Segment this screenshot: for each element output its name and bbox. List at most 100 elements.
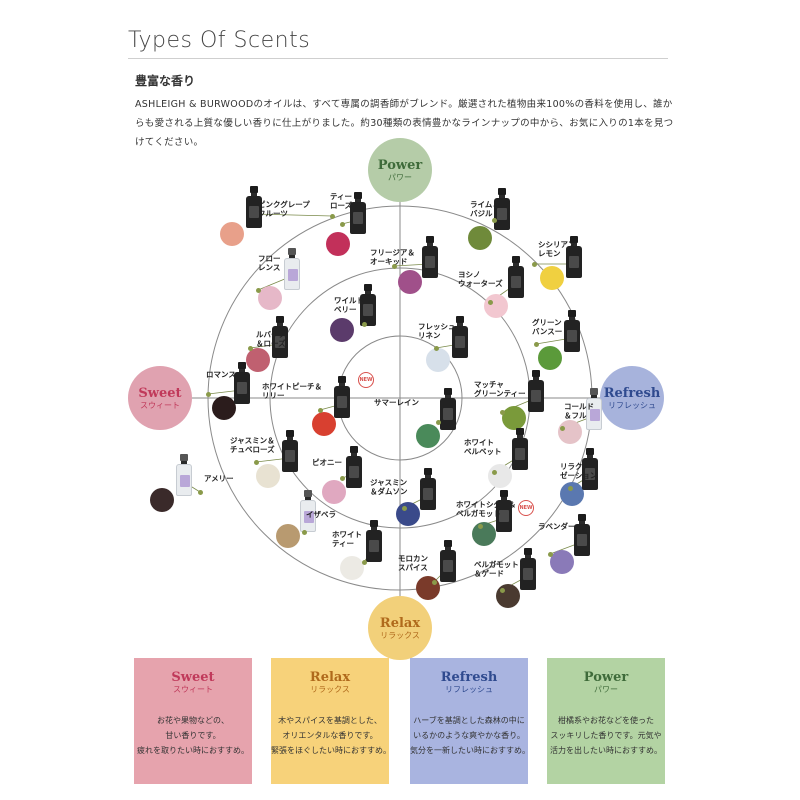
scent-swatch-image bbox=[276, 524, 300, 548]
scent-swatch-image bbox=[212, 396, 236, 420]
new-badge: NEW bbox=[358, 372, 374, 388]
position-dot bbox=[488, 300, 493, 305]
scent-swatch-image bbox=[326, 232, 350, 256]
position-dot bbox=[492, 218, 497, 223]
scent-label: アメリー bbox=[204, 474, 234, 483]
oil-bottle-image bbox=[494, 188, 510, 230]
oil-bottle-image bbox=[350, 192, 366, 234]
position-dot bbox=[340, 476, 345, 481]
axis-badge-relax: Relax リラックス bbox=[368, 596, 432, 660]
scent-swatch-image bbox=[558, 420, 582, 444]
scent-label: ホワイト ティー bbox=[332, 530, 362, 548]
category-description: ハーブを基調とした森林の中に いるかのような爽やかな香り。 気分を一新したい時に… bbox=[410, 716, 530, 755]
position-dot bbox=[478, 524, 483, 529]
axis-refresh-jp: リフレッシュ bbox=[608, 400, 656, 410]
position-dot bbox=[248, 346, 253, 351]
scent-swatch-image bbox=[472, 522, 496, 546]
axis-power-label: Power bbox=[377, 157, 423, 173]
category-description: お花や果物などの、 甘い香りです。 疲れを取りたい時におすすめ。 bbox=[137, 716, 249, 755]
position-dot bbox=[432, 580, 437, 585]
position-dot bbox=[302, 530, 307, 535]
oil-bottle-image bbox=[346, 446, 362, 488]
scent-swatch-image bbox=[220, 222, 244, 246]
position-dot bbox=[560, 426, 565, 431]
scent-swatch-image bbox=[246, 348, 270, 372]
category-card-power: Power パワー 柑橘系やお花などを使った スッキリした香りです。元気や 活力… bbox=[547, 658, 665, 784]
category-subtitle: パワー bbox=[594, 685, 618, 694]
scent-swatch-image bbox=[322, 480, 346, 504]
oil-bottle-image bbox=[566, 236, 582, 278]
scent-swatch-image bbox=[312, 412, 336, 436]
oil-bottle-image bbox=[440, 388, 456, 430]
scent-label: ベルガモット ＆ゲード bbox=[474, 560, 519, 578]
axis-power-jp: パワー bbox=[388, 172, 412, 182]
scent-label: ホワイト ベルベット bbox=[464, 438, 502, 456]
scent-label: フレッシュ リネン bbox=[418, 322, 456, 340]
oil-bottle-image bbox=[520, 548, 536, 590]
scent-swatch-image bbox=[484, 294, 508, 318]
position-dot bbox=[318, 408, 323, 413]
oil-bottle-image bbox=[300, 490, 316, 532]
oil-bottle-image bbox=[272, 316, 288, 358]
axis-refresh-label: Refresh bbox=[603, 385, 661, 401]
position-dot bbox=[206, 392, 211, 397]
scent-label: ライム＆ バジル bbox=[470, 200, 500, 218]
scent-swatch-image bbox=[550, 550, 574, 574]
scent-label: マッチャ グリーンティー bbox=[474, 380, 526, 398]
scent-swatch-image bbox=[538, 346, 562, 370]
scent-label: ジャスミン＆ チュベローズ bbox=[230, 436, 275, 454]
scent-label: ホワイトシダー＆ ベルガモット bbox=[456, 500, 516, 518]
scent-swatch-image bbox=[502, 406, 526, 430]
scent-label: サマーレイン bbox=[374, 398, 419, 407]
category-title: Sweet bbox=[171, 670, 215, 685]
scent-label: モロカン スパイス bbox=[398, 554, 428, 572]
axis-badge-power: Power パワー bbox=[368, 138, 432, 202]
scent-swatch-image bbox=[496, 584, 520, 608]
scent-label: ジャスミン ＆ダムソン bbox=[370, 478, 408, 496]
oil-bottle-image bbox=[564, 310, 580, 352]
scent-label: ホワイトピーチ＆ リリー bbox=[262, 382, 322, 400]
position-dot bbox=[434, 346, 439, 351]
scent-swatch-image bbox=[398, 270, 422, 294]
position-dot bbox=[362, 322, 367, 327]
scent-swatch-image bbox=[258, 286, 282, 310]
oil-bottle-image bbox=[246, 186, 262, 228]
category-card-relax: Relax リラックス 木やスパイスを基調とした、 オリエンタルな香りです。 緊… bbox=[271, 658, 391, 784]
position-dot bbox=[532, 262, 537, 267]
scent-swatch-image bbox=[468, 226, 492, 250]
oil-bottle-image bbox=[422, 236, 438, 278]
axis-badge-refresh: Refresh リフレッシュ bbox=[600, 366, 664, 430]
scent-swatch-image bbox=[340, 556, 364, 580]
scent-swatch-image bbox=[150, 488, 174, 512]
scent-swatch-image bbox=[256, 464, 280, 488]
category-description: 木やスパイスを基調とした、 オリエンタルな香りです。 緊張をほぐしたい時におすす… bbox=[271, 716, 391, 755]
axis-relax-label: Relax bbox=[379, 615, 421, 631]
scent-label: フロー レンス bbox=[258, 254, 281, 272]
scent-label: ティー ローズ bbox=[330, 192, 353, 210]
oil-bottle-image bbox=[574, 514, 590, 556]
category-card-sweet: Sweet スウィート お花や果物などの、 甘い香りです。 疲れを取りたい時にお… bbox=[134, 658, 252, 784]
oil-bottle-image bbox=[582, 448, 598, 490]
scent-label: ラベンダー bbox=[538, 522, 576, 531]
page-title: Types Of Scents bbox=[128, 28, 311, 53]
position-dot bbox=[330, 214, 335, 219]
category-title: Relax bbox=[309, 670, 351, 685]
oil-bottle-image bbox=[440, 540, 456, 582]
scent-label: ヨシノ ウォーターズ bbox=[458, 270, 503, 288]
scent-label: ピオニー bbox=[312, 458, 342, 467]
oil-bottle-image bbox=[452, 316, 468, 358]
category-title: Power bbox=[583, 670, 629, 685]
scent-label: フリージア＆ オーキッド bbox=[370, 248, 415, 266]
category-title: Refresh bbox=[440, 670, 498, 685]
oil-bottle-image bbox=[586, 388, 602, 430]
scent-label: イザベラ bbox=[306, 510, 336, 519]
position-dot bbox=[436, 420, 441, 425]
axis-sweet-label: Sweet bbox=[138, 385, 182, 401]
position-dot bbox=[568, 486, 573, 491]
scent-label: コールド ＆フル bbox=[564, 402, 594, 420]
scent-wheel-rings bbox=[183, 188, 612, 604]
category-subtitle: リラックス bbox=[310, 685, 350, 694]
scent-label: ワイルド ベリー bbox=[334, 296, 364, 314]
oil-bottle-image bbox=[284, 248, 300, 290]
position-dot bbox=[500, 588, 505, 593]
